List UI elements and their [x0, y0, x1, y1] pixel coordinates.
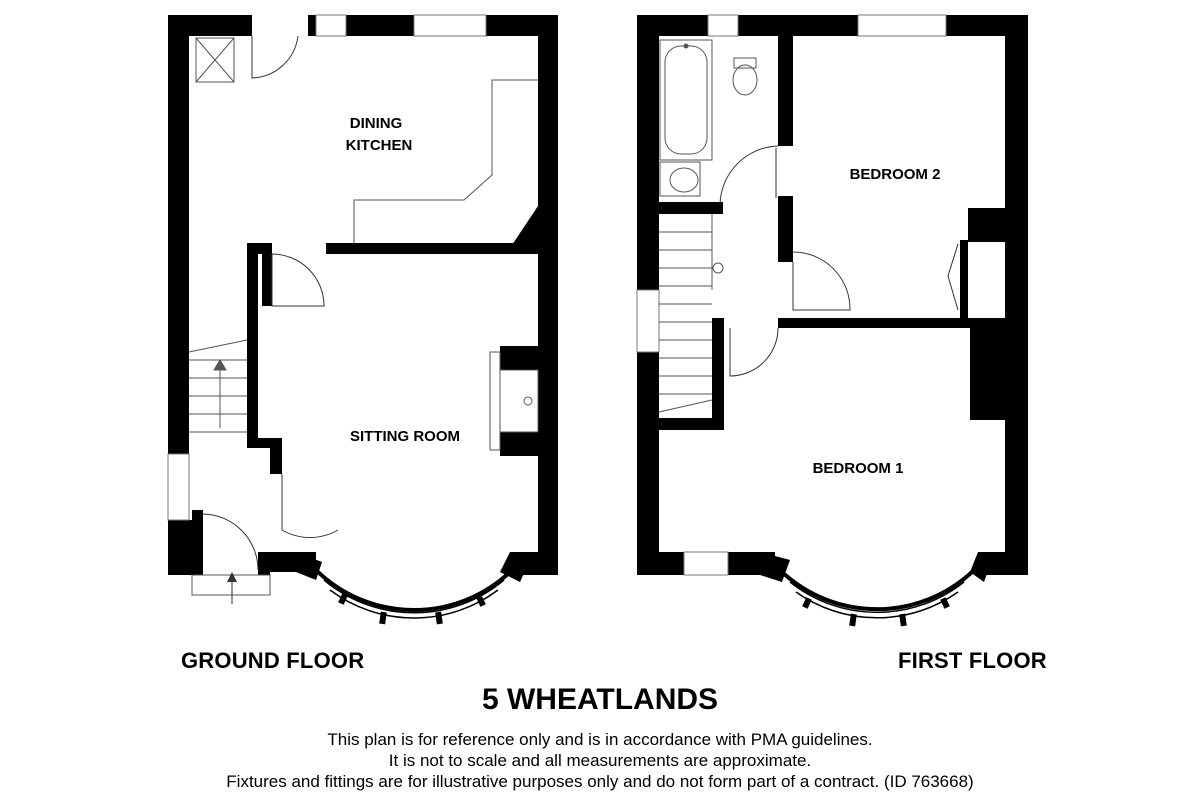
room-label-bedroom-1: BEDROOM 1 [813, 460, 904, 477]
plan-title: 5 WHEATLANDS [481, 683, 719, 716]
front-door-swing [202, 513, 259, 571]
hall-wall-lower [247, 438, 282, 448]
chimney-breast-top [500, 346, 538, 370]
chimney-breast-first [970, 328, 1005, 420]
first-top-wall [637, 15, 1028, 36]
bedroom2-left-wall [778, 196, 793, 262]
kitchen-worktop [353, 79, 538, 243]
hall-window [167, 453, 190, 521]
bathroom-bottom-wall [637, 202, 723, 214]
disclaimer-line: This plan is for reference only and is i… [327, 730, 873, 749]
landing-window [636, 289, 660, 353]
bedroom2-window [857, 14, 947, 37]
back-door-swing [251, 35, 299, 79]
bedroom1-door-swing [729, 327, 779, 377]
sitting-door-swing [281, 474, 339, 539]
bathroom-window [707, 14, 739, 37]
kitchen-corner-wall [506, 206, 538, 254]
fireplace-hearth [489, 351, 501, 451]
room-label-bedroom-2: BEDROOM 2 [850, 166, 941, 183]
bath-fixture [659, 39, 713, 161]
kitchen-sitting-wall [326, 243, 558, 254]
first-right-wall [1005, 15, 1028, 575]
disclaimer-line: It is not to scale and all measurements … [388, 751, 812, 770]
disclaimer-line: Fixtures and fittings are for illustrati… [226, 772, 974, 791]
bathroom-right-wall [778, 36, 793, 146]
bedrooms-dividing-wall [778, 318, 1028, 328]
room-label-kitchen: KITCHEN [346, 137, 413, 154]
room-label-sitting-room: SITTING ROOM [350, 428, 460, 445]
bedroom1-small-window [683, 551, 729, 576]
chimney-breast-bottom [500, 432, 538, 456]
ground-floor-plan: DINING KITCHEN SITTING ROOM [167, 14, 558, 625]
boiler-cross [195, 37, 235, 83]
ground-right-wall [538, 15, 558, 575]
ground-left-wall [168, 15, 189, 575]
kitchen-window [413, 14, 487, 37]
first-bay-window [780, 570, 974, 627]
wardrobe-door-left [947, 243, 959, 311]
hall-wall-return [270, 438, 282, 474]
first-bottom-wall-right [978, 552, 1028, 575]
ground-floor-label: GROUND FLOOR [181, 648, 365, 673]
landing-wall [712, 318, 724, 428]
disclaimer: This plan is for reference only and is i… [0, 729, 1200, 792]
first-stairs [658, 214, 724, 413]
ground-stairs [188, 339, 248, 433]
bathroom-door-swing [719, 145, 779, 205]
toilet-fixture [732, 57, 758, 96]
first-front-corner-right [970, 552, 992, 582]
hall-wall-inner [262, 254, 272, 306]
stair-bottom-wall [637, 418, 724, 430]
hall-wall [247, 243, 258, 448]
kitchen-window-small [315, 14, 347, 37]
boiler-cupboard [195, 37, 235, 83]
bedroom2-door-swing [792, 251, 851, 311]
porch-inner-wall [192, 510, 203, 575]
wardrobe-top-wall [968, 208, 1005, 242]
wardrobe-side-wall [960, 240, 968, 318]
ground-top-wall-left [168, 15, 252, 36]
fireplace-fitting [523, 396, 533, 406]
hall-wall-top [247, 243, 272, 254]
sitting-front-corner-left [296, 552, 322, 580]
first-floor-label: FIRST FLOOR [898, 648, 1047, 673]
entrance-arrow-head [227, 572, 237, 582]
first-floor-plan: BEDROOM 2 BEDROOM 1 [636, 14, 1028, 627]
porch-left-wall [168, 520, 192, 575]
basin-fixture [659, 161, 701, 197]
ground-bay-window [314, 568, 514, 625]
kitchen-door-swing [271, 253, 325, 307]
room-label-dining: DINING [350, 115, 403, 132]
